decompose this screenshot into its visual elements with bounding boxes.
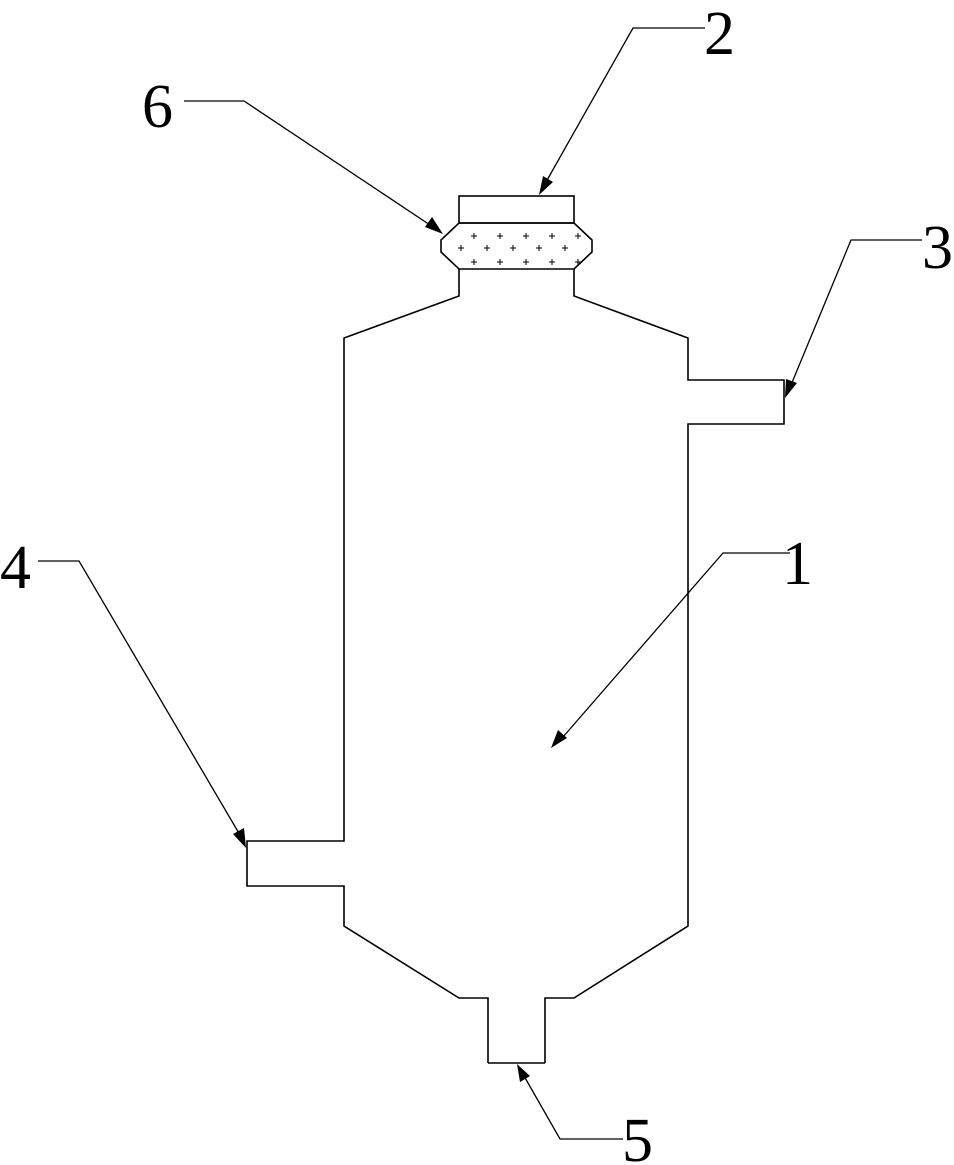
hatch-plus-mark (458, 245, 464, 251)
hatch-plus-mark (536, 245, 542, 251)
leader-filter-ring (184, 100, 434, 228)
hatch-plus-mark (549, 259, 555, 265)
filter-ring-outline (440, 222, 593, 270)
label-vessel: 1 (782, 530, 813, 598)
arrow-upper-outlet (785, 379, 797, 398)
filter-ring-hatch (458, 233, 581, 265)
hatch-plus-mark (523, 259, 529, 265)
leader-lines (38, 27, 922, 1140)
label-upper-outlet: 3 (922, 214, 953, 282)
arrow-cap (539, 176, 553, 195)
arrow-filter-ring (425, 217, 443, 234)
leader-upper-outlet (790, 239, 922, 386)
arrow-side-inlet (233, 828, 246, 848)
label-filter-ring: 6 (142, 73, 173, 141)
hatch-plus-mark (562, 245, 568, 251)
label-cap: 2 (704, 0, 735, 68)
label-bottom-outlet: 5 (622, 1107, 653, 1165)
arrow-vessel (551, 730, 567, 748)
vessel-right-outline (544, 269, 785, 1063)
hatch-plus-mark (549, 233, 555, 239)
hatch-plus-mark (497, 259, 503, 265)
vessel-body (246, 269, 785, 1064)
cap (458, 195, 575, 224)
hatch-plus-mark (523, 233, 529, 239)
hatch-plus-mark (575, 259, 581, 265)
hatch-plus-mark (510, 245, 516, 251)
hatch-plus-mark (575, 233, 581, 239)
label-side-inlet: 4 (0, 534, 31, 602)
hatch-plus-mark (471, 233, 477, 239)
hatch-plus-mark (497, 233, 503, 239)
vessel-left-outline (246, 269, 489, 1063)
hatch-plus-mark (484, 245, 490, 251)
leader-side-inlet (38, 560, 241, 836)
leader-bottom-outlet (523, 1075, 623, 1140)
arrow-bottom-outlet (517, 1064, 530, 1082)
leader-vessel (562, 552, 790, 738)
filter-ring (440, 222, 593, 270)
leader-cap (545, 27, 705, 183)
hatch-plus-mark (471, 259, 477, 265)
